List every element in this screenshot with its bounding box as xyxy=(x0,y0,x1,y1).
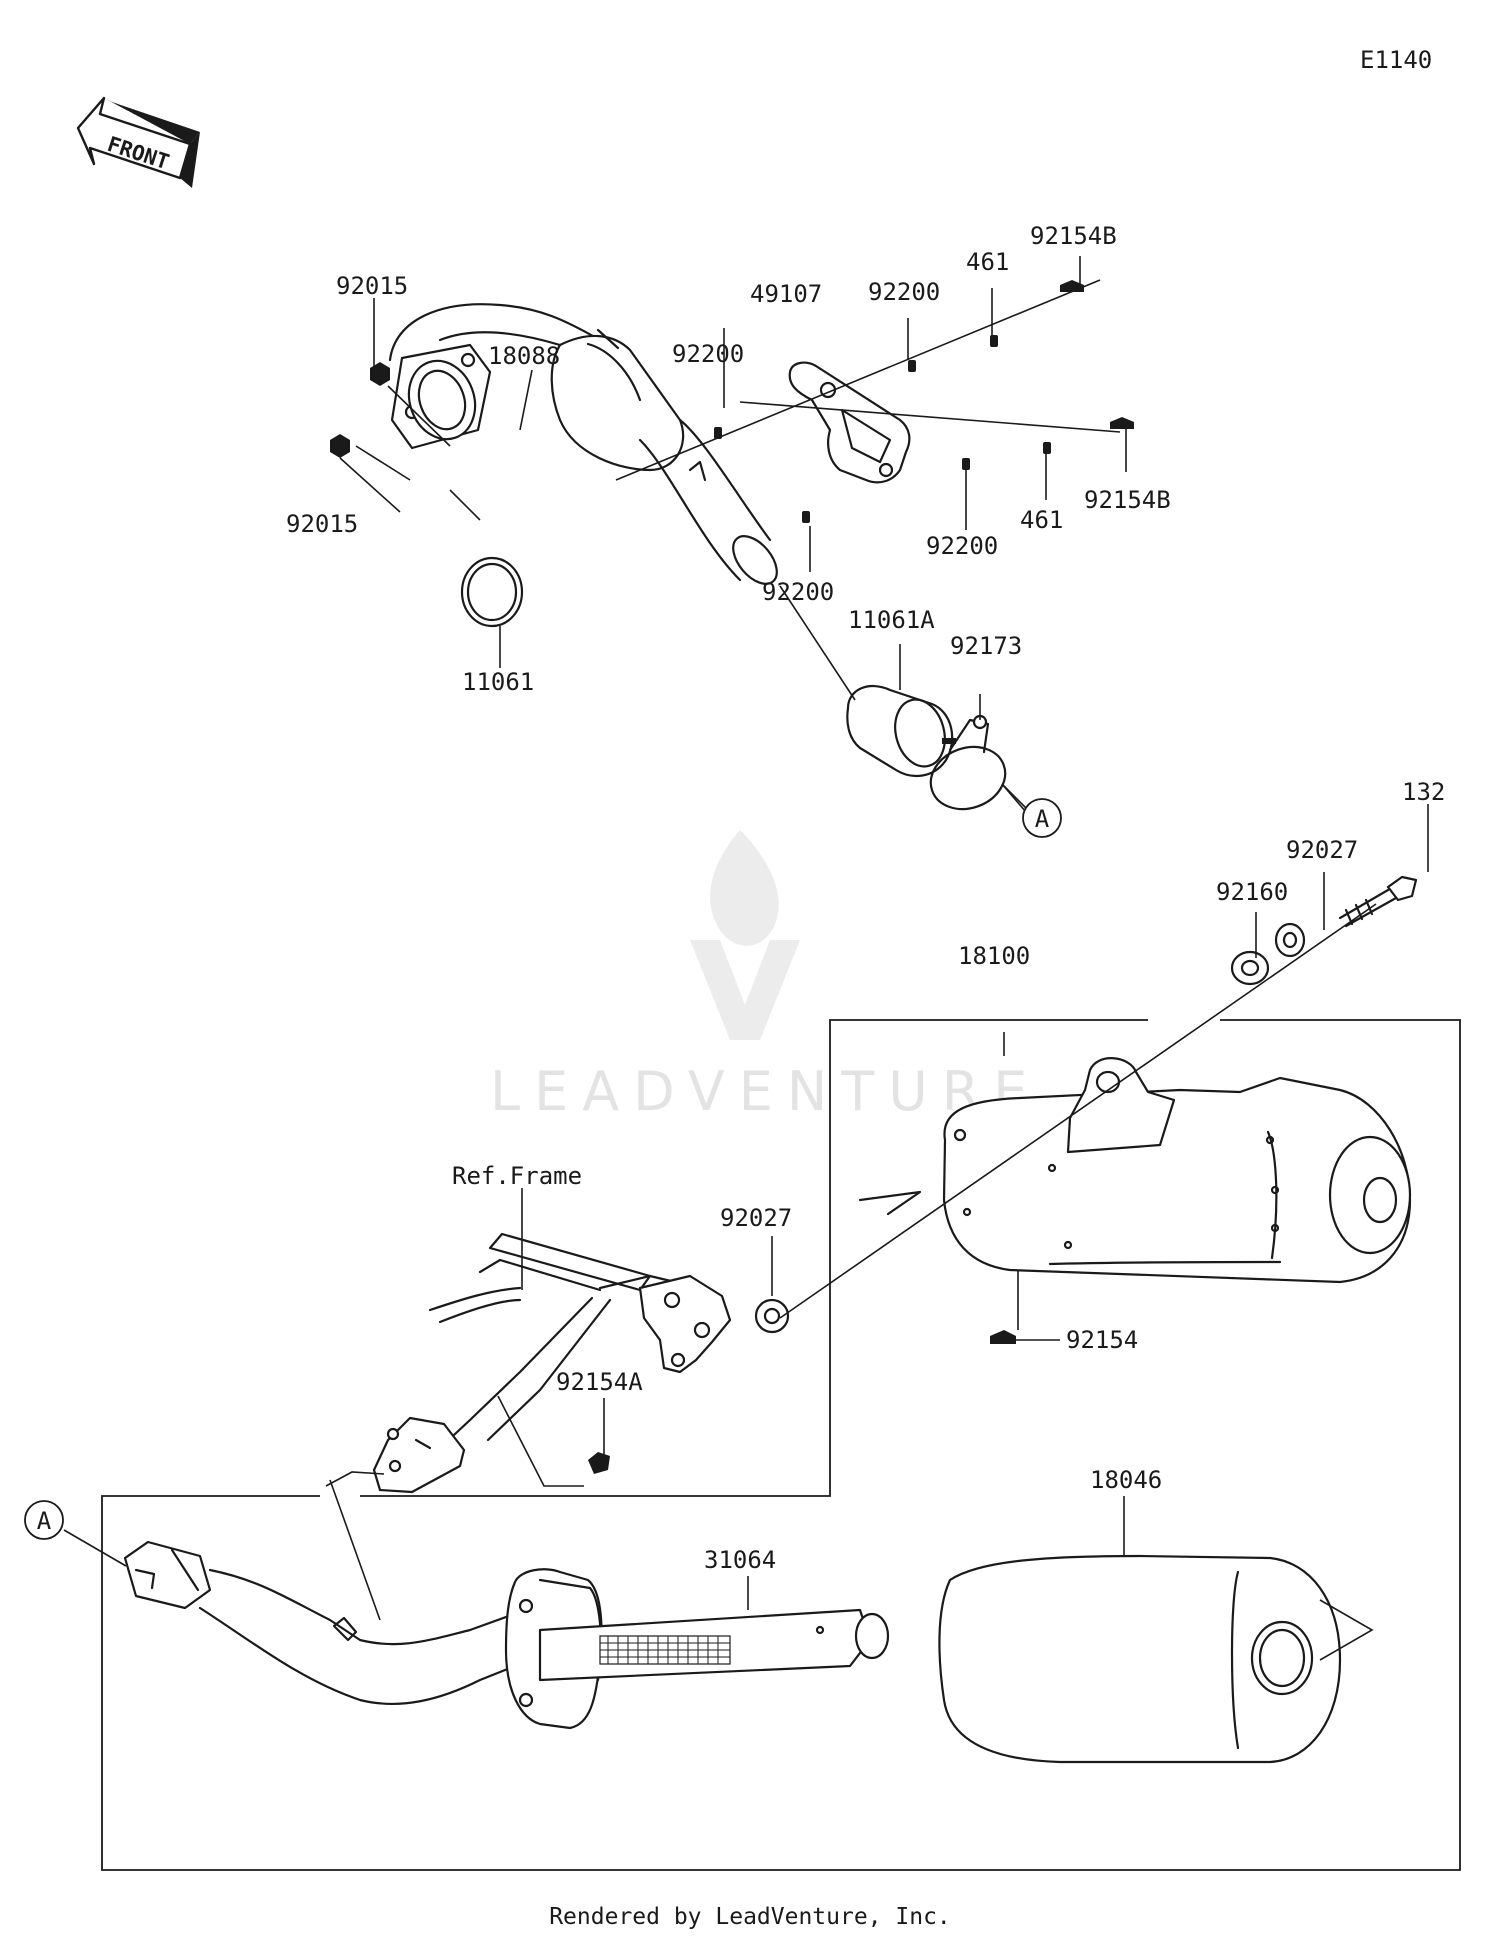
front-arrow-icon: FRONT xyxy=(76,96,200,188)
part-label-92027-top: 92027 xyxy=(1286,836,1358,864)
part-label-92200-a: 92200 xyxy=(672,340,744,368)
part-label-11061: 11061 xyxy=(462,668,534,696)
part-label-92200-c: 92200 xyxy=(926,532,998,560)
nut-icon xyxy=(330,362,390,458)
part-label-92173: 92173 xyxy=(950,632,1022,660)
part-label-49107: 49107 xyxy=(750,280,822,308)
part-label-92027-mid: 92027 xyxy=(720,1204,792,1232)
callout-a-top: A xyxy=(1022,798,1062,838)
pipe-clamp-92173 xyxy=(929,714,1007,811)
part-label-132: 132 xyxy=(1402,778,1445,806)
silencer-18100 xyxy=(858,1057,1412,1284)
diagram-code: E1140 xyxy=(1360,46,1432,74)
part-label-18046: 18046 xyxy=(1090,1466,1162,1494)
leadventure-watermark: LEADVENTURE xyxy=(490,830,1041,1123)
part-label-92154: 92154 xyxy=(1066,1326,1138,1354)
part-label-31064: 31064 xyxy=(704,1546,776,1574)
mount-hardware xyxy=(588,875,1418,1474)
part-label-92015-bottom: 92015 xyxy=(286,510,358,538)
part-label-18088: 18088 xyxy=(488,342,560,370)
clip-icon xyxy=(714,280,1134,523)
part-label-92154B-bottom: 92154B xyxy=(1084,486,1171,514)
watermark-text: LEADVENTURE xyxy=(490,1060,1041,1123)
pipe-sleeve-11061A xyxy=(846,685,954,778)
footer-credit: Rendered by LeadVenture, Inc. xyxy=(549,1904,951,1930)
leader-lines xyxy=(63,256,1461,1871)
heat-guard-49107 xyxy=(788,361,911,484)
part-label-92015-top: 92015 xyxy=(336,272,408,300)
part-label-92200-d: 92200 xyxy=(762,578,834,606)
perforation-grid xyxy=(599,1635,731,1665)
part-label-461-bottom: 461 xyxy=(1020,506,1063,534)
part-label-92200-b: 92200 xyxy=(868,278,940,306)
callout-a-bottom: A xyxy=(24,1500,64,1540)
part-label-11061A: 11061A xyxy=(848,606,935,634)
ref-frame-label: Ref.Frame xyxy=(452,1162,582,1190)
exhaust-header-pipe xyxy=(388,303,778,585)
ref-frame xyxy=(372,1232,732,1494)
callout-a-bottom-label: A xyxy=(37,1507,52,1535)
callout-a-top-label: A xyxy=(1035,805,1050,833)
part-label-92154B-top: 92154B xyxy=(1030,222,1117,250)
part-label-92154A: 92154A xyxy=(556,1368,643,1396)
part-label-92160: 92160 xyxy=(1216,878,1288,906)
part-label-461-top: 461 xyxy=(966,248,1009,276)
part-label-18100: 18100 xyxy=(958,942,1030,970)
part-labels: 92015 92015 18088 11061 49107 92200 9220… xyxy=(286,222,1445,1574)
silencer-cover-18046 xyxy=(938,1554,1342,1764)
gasket-ring-11061 xyxy=(460,556,524,628)
mid-pipe-31064 xyxy=(123,1540,890,1730)
